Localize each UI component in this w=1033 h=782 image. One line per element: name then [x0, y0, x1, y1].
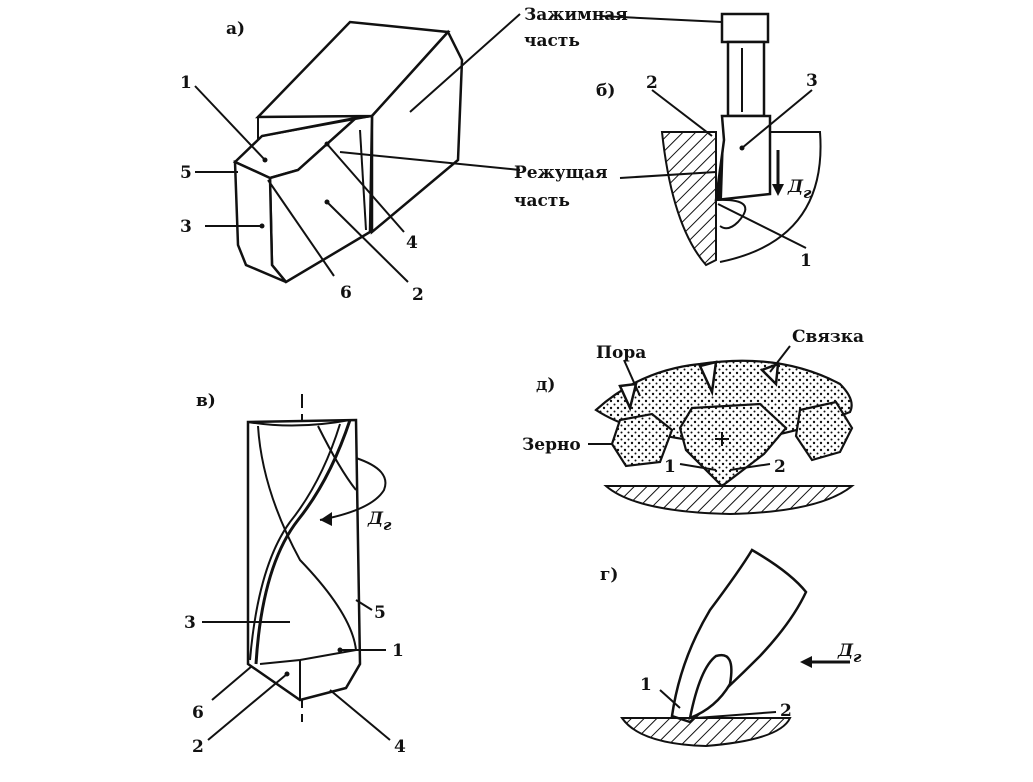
panel-g-label-1: 1 — [640, 675, 652, 695]
tool-shank — [726, 40, 766, 118]
panel-d-grinding: д) Пора Связка Зерно 1 2 — [522, 327, 864, 516]
workpiece-outline — [719, 131, 822, 263]
panel-v-label-4: 4 — [394, 737, 406, 757]
abrasive-grain-left — [610, 412, 674, 468]
panel-v-label-6: 6 — [192, 703, 204, 723]
panel-v-motion-main: Д — [367, 509, 384, 529]
cutting-workpiece — [620, 717, 792, 748]
chip — [715, 198, 747, 230]
panel-v-label-1: 1 — [392, 641, 404, 661]
planing-tool-head — [714, 114, 772, 202]
panel-d-label-1: 1 — [664, 457, 676, 477]
panel-a-label-6: 6 — [340, 283, 352, 303]
panel-g-letter: г) — [600, 565, 618, 585]
tool-holder-top — [720, 12, 770, 44]
workpiece-section — [660, 131, 717, 267]
panel-b-motion-main: Д — [787, 177, 804, 197]
cutter-right-face — [370, 29, 464, 235]
panel-g-cutting: г) 1 2 Д г — [600, 548, 862, 748]
bond-label: Связка — [792, 327, 864, 347]
panel-v-letter: в) — [196, 391, 216, 411]
panel-v-drill: в) 3 1 5 6 2 4 Д г — [184, 391, 406, 757]
panel-d-letter: д) — [536, 375, 555, 395]
panel-b-label-1: 1 — [800, 251, 812, 271]
pore-3 — [618, 382, 638, 412]
panel-v-label-5: 5 — [374, 603, 386, 623]
cutting-part-line2: часть — [514, 191, 570, 211]
panel-a-cutter: а) 1 5 3 6 2 4 — [180, 13, 521, 305]
drill-body — [246, 418, 362, 702]
tool-tip — [688, 653, 733, 720]
panel-g-motion-sub: г — [853, 648, 862, 666]
grain-label: Зерно — [522, 435, 581, 455]
panel-b-letter: б) — [596, 81, 615, 101]
abrasive-grain-main — [678, 402, 788, 488]
panel-d-label-2: 2 — [774, 457, 786, 477]
clamp-part-line1: Зажимная — [524, 5, 628, 25]
panel-b-label-2: 2 — [646, 73, 658, 93]
pore-label: Пора — [596, 343, 646, 363]
panel-v-label-3: 3 — [184, 613, 196, 633]
abrasive-grain-right — [794, 400, 854, 462]
panel-g-label-2: 2 — [780, 701, 792, 721]
panel-a-label-1: 1 — [180, 73, 192, 93]
clamp-part-line2: часть — [524, 31, 580, 51]
panel-a-label-3: 3 — [180, 217, 192, 237]
panel-b-planing: Зажимная часть Режущая часть б) 2 3 1 Д … — [514, 5, 822, 271]
grinding-workpiece — [603, 485, 855, 516]
panel-a-label-5: 5 — [180, 163, 192, 183]
pore-2 — [759, 362, 780, 387]
cutting-wedge-tool — [670, 548, 808, 724]
panel-a-letter: а) — [226, 19, 245, 39]
panel-b-label-3: 3 — [806, 71, 818, 91]
cutter-aux-flank — [233, 160, 287, 284]
pore-1 — [698, 360, 718, 397]
panel-a-label-4: 4 — [406, 233, 418, 253]
cutting-part-line1: Режущая — [514, 163, 608, 183]
panel-a-label-2: 2 — [412, 285, 424, 305]
panel-b-motion-sub: г — [803, 184, 812, 202]
panel-g-motion-main: Д — [837, 641, 854, 661]
panel-v-label-2: 2 — [192, 737, 204, 757]
panel-v-motion-sub: г — [383, 516, 392, 534]
